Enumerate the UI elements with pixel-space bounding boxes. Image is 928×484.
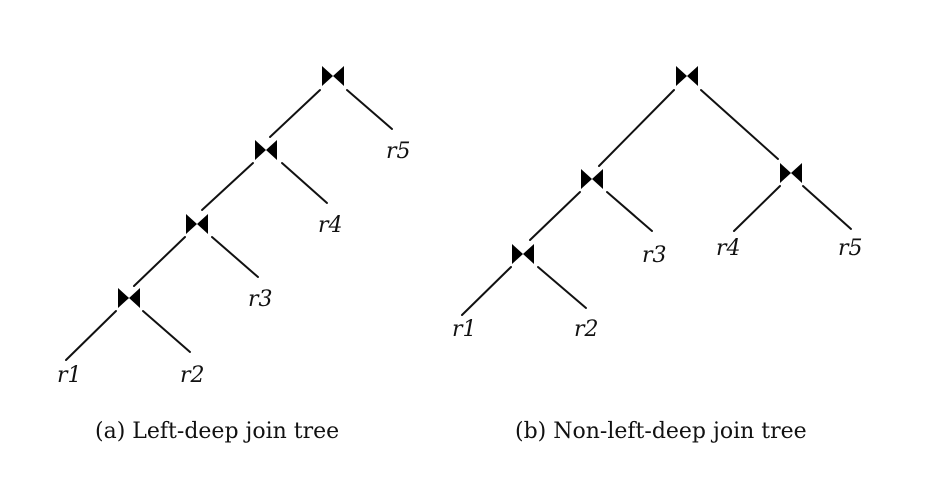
edge bbox=[269, 89, 321, 138]
left-deep-tree: r5 r4 r3 r1 r2 (a) Left-deep join tree bbox=[57, 66, 411, 444]
leaf-r2: r2 bbox=[574, 317, 599, 342]
edge bbox=[700, 89, 779, 160]
edge bbox=[281, 162, 328, 204]
leaf-r1: r1 bbox=[452, 317, 477, 342]
edge bbox=[733, 185, 781, 232]
edge bbox=[142, 310, 191, 353]
edge bbox=[802, 185, 852, 230]
join-node-left bbox=[581, 169, 603, 189]
non-left-deep-tree: r3 r4 r5 r1 r2 (b) Non-left-deep join tr… bbox=[452, 66, 863, 444]
join-node-bottom bbox=[512, 244, 534, 264]
leaf-r5: r5 bbox=[838, 236, 863, 261]
leaf-r1: r1 bbox=[57, 363, 82, 388]
leaf-r3: r3 bbox=[642, 243, 667, 268]
caption-left-deep: (a) Left-deep join tree bbox=[95, 419, 339, 444]
edge bbox=[606, 191, 653, 232]
edge bbox=[346, 89, 393, 130]
edge bbox=[461, 266, 512, 316]
edge bbox=[598, 89, 675, 167]
edge bbox=[529, 191, 581, 241]
leaf-r2: r2 bbox=[180, 363, 205, 388]
join-node-level-2 bbox=[255, 140, 277, 160]
bowtie-join-icon bbox=[118, 288, 140, 308]
caption-non-left-deep: (b) Non-left-deep join tree bbox=[515, 419, 807, 444]
bowtie-join-icon bbox=[581, 169, 603, 189]
join-node-right bbox=[780, 163, 802, 183]
edge bbox=[133, 236, 186, 287]
bowtie-join-icon bbox=[676, 66, 698, 86]
edge bbox=[211, 236, 259, 278]
bowtie-join-icon bbox=[322, 66, 344, 86]
bowtie-join-icon bbox=[186, 214, 208, 234]
leaf-r3: r3 bbox=[248, 287, 273, 312]
edge bbox=[65, 310, 117, 361]
leaf-r4: r4 bbox=[318, 213, 343, 238]
edge bbox=[537, 266, 587, 309]
leaf-r5: r5 bbox=[386, 139, 411, 164]
bowtie-join-icon bbox=[512, 244, 534, 264]
edge bbox=[201, 162, 254, 211]
join-node-root bbox=[322, 66, 344, 86]
join-node-root bbox=[676, 66, 698, 86]
leaf-r4: r4 bbox=[716, 236, 741, 261]
join-node-level-3 bbox=[186, 214, 208, 234]
join-node-level-4 bbox=[118, 288, 140, 308]
bowtie-join-icon bbox=[255, 140, 277, 160]
bowtie-join-icon bbox=[780, 163, 802, 183]
